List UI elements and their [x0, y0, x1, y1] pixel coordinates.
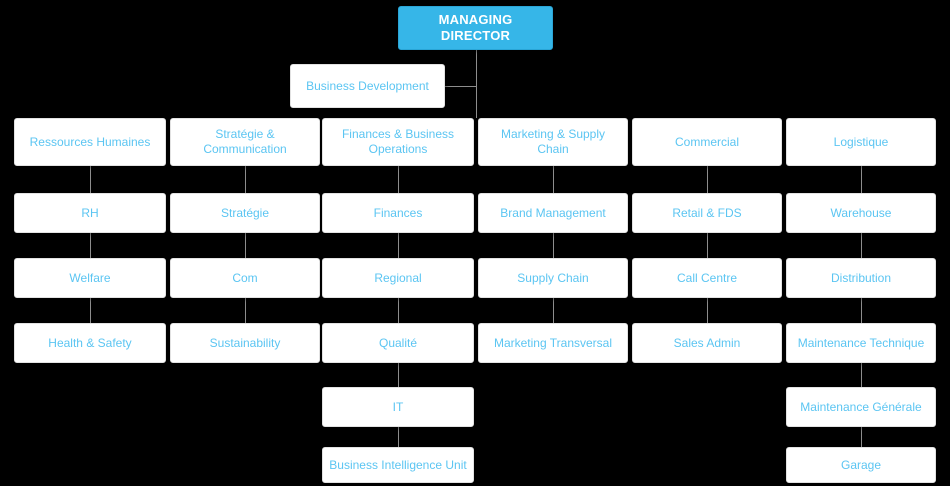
connector-line: [90, 298, 91, 323]
department-head-4[interactable]: Commercial: [632, 118, 782, 166]
department-item-1-2[interactable]: Sustainability: [170, 323, 320, 363]
department-item-5-0-label: Warehouse: [830, 205, 892, 220]
department-item-5-3-label: Maintenance Générale: [800, 399, 922, 414]
connector-line: [398, 427, 399, 447]
connector-line: [861, 233, 862, 258]
department-item-1-2-label: Sustainability: [209, 335, 281, 350]
department-item-3-1[interactable]: Supply Chain: [478, 258, 628, 298]
department-item-3-2-label: Marketing Transversal: [493, 335, 613, 350]
department-item-0-2[interactable]: Health & Safety: [14, 323, 166, 363]
department-item-0-0-label: RH: [81, 205, 99, 220]
department-item-1-1[interactable]: Com: [170, 258, 320, 298]
department-head-1[interactable]: Stratégie & Communication: [170, 118, 320, 166]
department-item-3-2[interactable]: Marketing Transversal: [478, 323, 628, 363]
department-item-0-0[interactable]: RH: [14, 193, 166, 233]
department-item-0-2-label: Health & Safety: [48, 335, 132, 350]
department-head-0-label: Ressources Humaines: [29, 134, 151, 149]
department-item-0-1-label: Welfare: [69, 270, 111, 285]
connector-line: [707, 233, 708, 258]
department-item-5-3[interactable]: Maintenance Générale: [786, 387, 936, 427]
department-item-1-0[interactable]: Stratégie: [170, 193, 320, 233]
department-item-0-1[interactable]: Welfare: [14, 258, 166, 298]
staff-node-business-development[interactable]: Business Development: [290, 64, 445, 108]
connector-line: [861, 363, 862, 387]
department-head-0[interactable]: Ressources Humaines: [14, 118, 166, 166]
connector-line: [398, 298, 399, 323]
department-item-5-1[interactable]: Distribution: [786, 258, 936, 298]
department-item-5-0[interactable]: Warehouse: [786, 193, 936, 233]
department-head-3[interactable]: Marketing & Supply Chain: [478, 118, 628, 166]
department-item-5-2-label: Maintenance Technique: [797, 335, 925, 350]
department-item-4-2[interactable]: Sales Admin: [632, 323, 782, 363]
connector-line: [553, 233, 554, 258]
department-item-2-0-label: Finances: [373, 205, 423, 220]
department-item-4-1[interactable]: Call Centre: [632, 258, 782, 298]
connector-line: [245, 233, 246, 258]
connector-line: [245, 298, 246, 323]
root-node-label: MANAGING DIRECTOR: [438, 11, 513, 43]
department-item-1-1-label: Com: [232, 270, 258, 285]
department-item-2-2[interactable]: Qualité: [322, 323, 474, 363]
department-head-5[interactable]: Logistique: [786, 118, 936, 166]
department-item-2-4-label: Business Intelligence Unit: [329, 457, 467, 472]
connector-line: [475, 50, 477, 118]
root-node[interactable]: MANAGING DIRECTOR: [398, 6, 553, 50]
connector-line: [553, 166, 554, 193]
connector-line: [398, 233, 399, 258]
department-item-3-0[interactable]: Brand Management: [478, 193, 628, 233]
connector-line: [553, 298, 554, 323]
connector-line: [245, 166, 246, 193]
department-item-2-2-label: Qualité: [378, 335, 418, 350]
staff-node-business-development-label: Business Development: [306, 78, 429, 93]
department-item-4-0[interactable]: Retail & FDS: [632, 193, 782, 233]
department-head-5-label: Logistique: [833, 134, 889, 149]
department-head-3-label: Marketing & Supply Chain: [500, 127, 606, 156]
department-item-2-3[interactable]: IT: [322, 387, 474, 427]
department-item-5-4[interactable]: Garage: [786, 447, 936, 483]
connector-line: [707, 166, 708, 193]
department-head-4-label: Commercial: [674, 134, 739, 149]
department-item-4-1-label: Call Centre: [676, 270, 738, 285]
department-item-2-1[interactable]: Regional: [322, 258, 474, 298]
department-head-2[interactable]: Finances & Business Operations: [322, 118, 474, 166]
department-item-3-0-label: Brand Management: [500, 205, 606, 220]
department-item-4-2-label: Sales Admin: [673, 335, 741, 350]
connector-line: [861, 427, 862, 447]
department-head-1-label: Stratégie & Communication: [203, 127, 287, 156]
connector-line: [90, 166, 91, 193]
department-item-5-2[interactable]: Maintenance Technique: [786, 323, 936, 363]
connector-line: [445, 86, 476, 87]
department-item-2-4[interactable]: Business Intelligence Unit: [322, 447, 474, 483]
department-item-2-3-label: IT: [392, 399, 404, 414]
department-item-1-0-label: Stratégie: [220, 205, 270, 220]
department-head-2-label: Finances & Business Operations: [341, 127, 455, 156]
department-item-2-0[interactable]: Finances: [322, 193, 474, 233]
department-item-2-1-label: Regional: [374, 270, 422, 285]
connector-line: [861, 298, 862, 323]
department-item-5-4-label: Garage: [840, 457, 882, 472]
department-item-5-1-label: Distribution: [830, 270, 892, 285]
connector-line: [861, 166, 862, 193]
department-item-4-0-label: Retail & FDS: [672, 205, 742, 220]
connector-line: [90, 233, 91, 258]
connector-line: [707, 298, 708, 323]
department-item-3-1-label: Supply Chain: [517, 270, 589, 285]
connector-line: [398, 363, 399, 387]
connector-line: [398, 166, 399, 193]
